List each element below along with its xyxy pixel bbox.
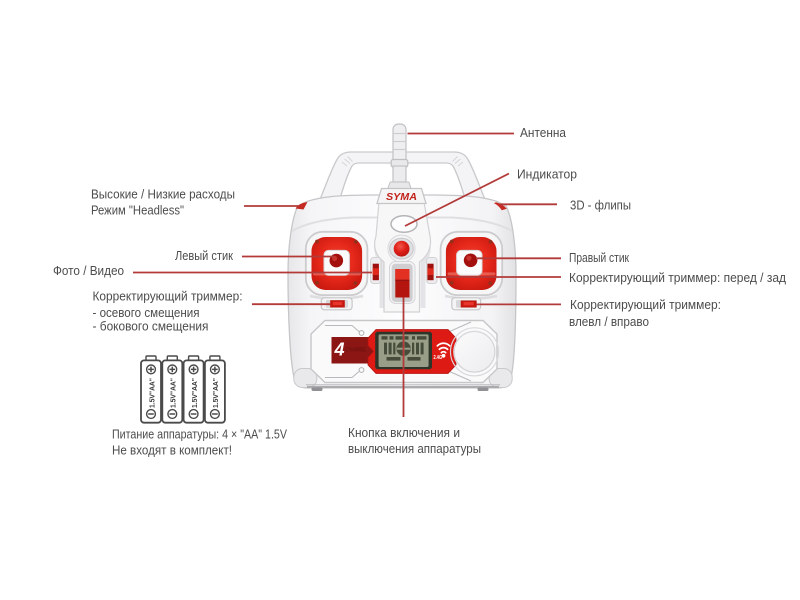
- svg-text:3D - флипы: 3D - флипы: [570, 198, 631, 213]
- svg-text:2.4G: 2.4G: [434, 355, 443, 361]
- svg-text:1.5V"AA": 1.5V"AA": [147, 378, 156, 408]
- svg-text:Не входят в комплект!: Не входят в комплект!: [112, 443, 232, 458]
- svg-text:- осевого смещения: - осевого смещения: [93, 305, 200, 320]
- svg-text:Правый стик: Правый стик: [569, 250, 629, 265]
- svg-text:Левый стик: Левый стик: [175, 248, 233, 263]
- svg-text:Антенна: Антенна: [520, 125, 567, 140]
- svg-text:выключения аппаратуры: выключения аппаратуры: [348, 441, 481, 456]
- svg-text:Режим "Headless": Режим "Headless": [91, 203, 184, 218]
- svg-text:Питание аппаратуры: 4 × "AA" 1: Питание аппаратуры: 4 × "AA" 1.5V: [112, 427, 287, 442]
- svg-text:Высокие / Низкие расходы: Высокие / Низкие расходы: [91, 187, 235, 202]
- svg-text:Корректирующий триммер: перед: Корректирующий триммер: перед / зад: [569, 270, 786, 285]
- svg-text:Корректирующий триммер:: Корректирующий триммер:: [570, 297, 721, 312]
- svg-text:4: 4: [334, 340, 345, 360]
- svg-text:CHANNEL: CHANNEL: [346, 347, 367, 354]
- svg-text:Фото / Видео: Фото / Видео: [53, 263, 124, 278]
- svg-text:Корректирующий триммер:: Корректирующий триммер:: [93, 289, 243, 304]
- svg-text:Кнопка включения и: Кнопка включения и: [348, 425, 460, 440]
- svg-text:- бокового смещения: - бокового смещения: [93, 319, 209, 334]
- svg-text:Индикатор: Индикатор: [517, 167, 577, 182]
- svg-text:влевл / вправо: влевл / вправо: [569, 314, 649, 329]
- svg-text:SYMA: SYMA: [386, 191, 417, 203]
